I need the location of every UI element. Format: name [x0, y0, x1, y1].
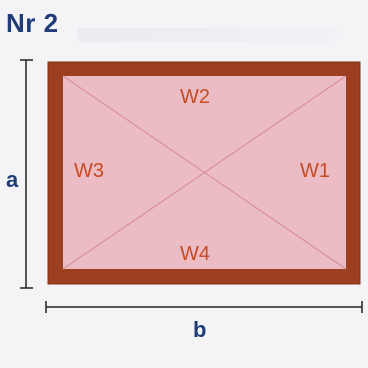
diagram-title: Nr 2	[6, 8, 59, 38]
dimension-label-b: b	[193, 317, 207, 342]
wall-label-w1: W1	[300, 160, 330, 182]
wall-label-w4: W4	[180, 243, 210, 265]
dimension-label-a: a	[6, 167, 19, 192]
wall-label-w3: W3	[74, 160, 104, 182]
diagonal-line-2	[62, 75, 347, 270]
title-underline-decoration	[78, 28, 338, 42]
wall-label-w2: W2	[180, 86, 210, 108]
